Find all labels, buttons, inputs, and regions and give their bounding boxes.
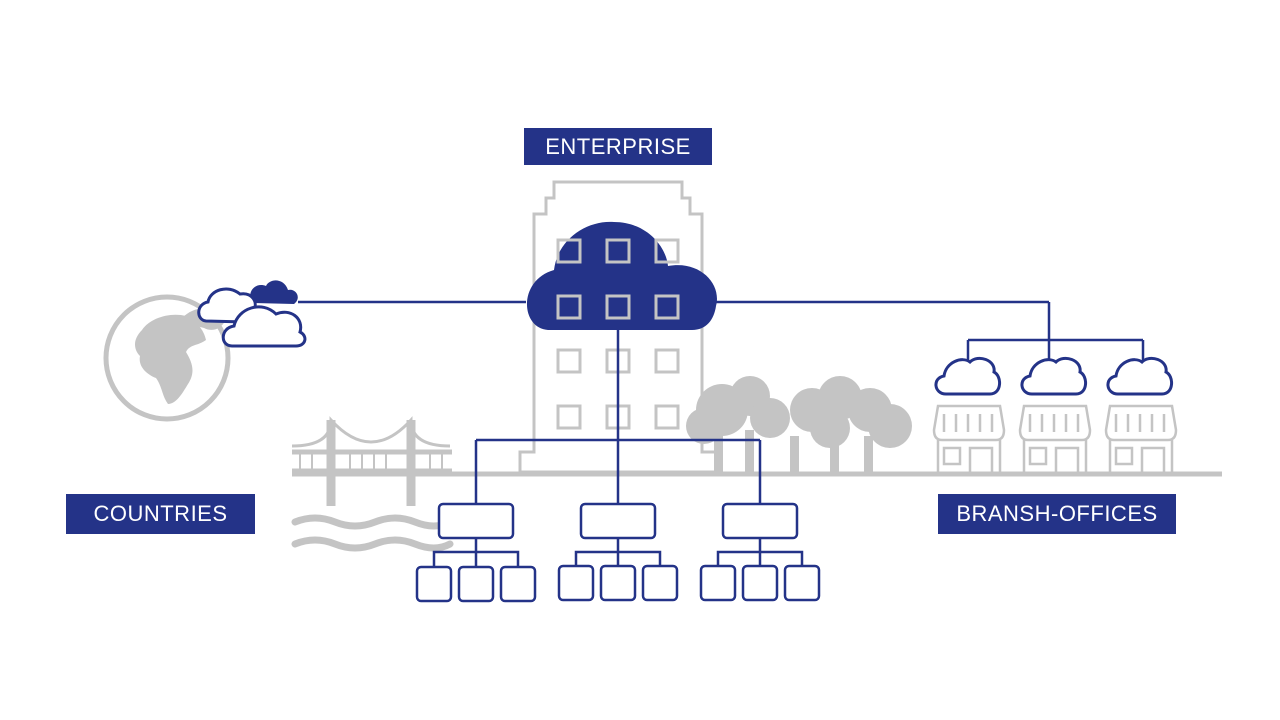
countries-label: COUNTRIES — [66, 494, 255, 534]
branch-cloud-icons — [934, 356, 1173, 396]
shop-icons — [932, 404, 1178, 474]
shop-icon — [932, 404, 1006, 474]
enterprise-cloud-icon — [526, 221, 717, 330]
cloud-icon — [1106, 356, 1173, 396]
enterprise-label: ENTERPRISE — [524, 128, 712, 165]
connector-lines — [298, 300, 1145, 504]
building-windows — [556, 238, 680, 320]
trees-icon — [686, 376, 912, 474]
shop-icon — [1018, 404, 1092, 474]
cloud-icon — [934, 356, 1001, 396]
org-chart — [557, 502, 679, 602]
cloud-icon — [1020, 356, 1087, 396]
bridge-icon — [291, 416, 452, 506]
shop-icon — [1104, 404, 1178, 474]
org-chart — [699, 502, 821, 602]
cloud-cluster-icon — [197, 280, 307, 348]
org-chart — [415, 502, 537, 603]
org-charts — [415, 502, 821, 603]
water-icon — [291, 514, 454, 552]
branch-offices-label: BRANSH-OFFICES — [938, 494, 1176, 534]
